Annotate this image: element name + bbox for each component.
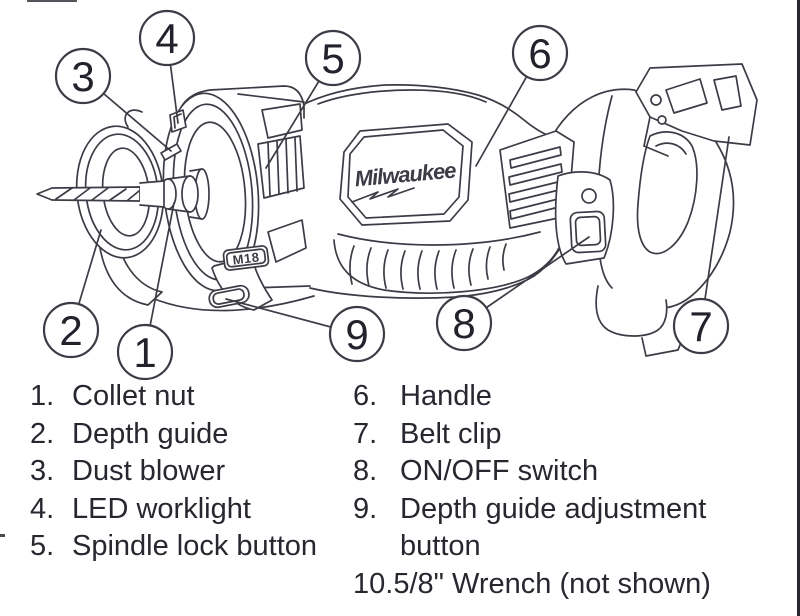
item-number: 6. <box>353 380 378 412</box>
model-badge: M18 <box>222 245 270 271</box>
callout-4: 4 <box>138 9 196 67</box>
item-number: 5. <box>30 530 55 562</box>
spindle-lock-button <box>257 135 305 199</box>
item-label: Collet nut <box>72 380 195 412</box>
on-off-switch <box>554 171 615 265</box>
callout-7-number: 7 <box>689 303 712 350</box>
item-number: 3. <box>30 455 55 487</box>
belt-clip <box>635 63 758 157</box>
callout-6-number: 6 <box>528 30 551 77</box>
item-label: 5/8" Wrench (not shown) <box>393 567 711 600</box>
callout-9: 9 <box>328 305 386 363</box>
callout-8: 8 <box>435 294 493 352</box>
rear-handle <box>551 63 758 357</box>
dust-blower-port <box>160 143 182 161</box>
model-badge-text: M18 <box>232 249 260 267</box>
brand-plate: Milwaukee <box>339 123 473 226</box>
item-number: 1. <box>30 380 55 412</box>
parts-list-right-column: 6. Handle 7. Belt clip 8. ON/OFF switch … <box>353 378 773 603</box>
depth-guide <box>75 109 165 306</box>
drill-bit <box>36 180 165 208</box>
callout-9-number: 9 <box>345 311 368 358</box>
parts-list-item-10: 10. 5/8" Wrench (not shown) <box>353 566 773 604</box>
item-label: Handle <box>400 380 492 412</box>
item-label: Spindle lock button <box>72 530 318 562</box>
item-label: Depth guide <box>72 417 229 450</box>
item-number: 4. <box>30 492 55 525</box>
callout-2: 2 <box>42 301 100 359</box>
parts-list-item-8: 8. ON/OFF switch <box>353 453 773 491</box>
callout-7: 7 <box>672 297 730 355</box>
tool-illustration: Milwaukee <box>36 9 758 380</box>
lightning-bolt-icon <box>351 187 415 203</box>
callout-5-number: 5 <box>321 35 344 82</box>
item-number: 8. <box>353 455 378 487</box>
callout-3-number: 3 <box>71 53 94 100</box>
parts-list-item-1: 1. Collet nut <box>30 378 350 416</box>
parts-list-item-5: 5. Spindle lock button <box>30 528 350 566</box>
callout-1-number: 1 <box>133 329 156 376</box>
parts-list-item-2: 2. Depth guide <box>30 416 350 454</box>
callout-6: 6 <box>511 24 569 82</box>
motor-housing: Milwaukee <box>299 83 575 299</box>
parts-list-item-6: 6. Handle <box>353 378 773 416</box>
callout-8-number: 8 <box>452 300 475 347</box>
parts-list-item-4: 4. LED worklight <box>30 491 350 529</box>
callout-5: 5 <box>304 29 362 87</box>
callout-3: 3 <box>54 47 112 105</box>
grip-ribs <box>333 231 561 294</box>
scan-artifact-left <box>0 534 5 537</box>
front-housing: M18 <box>151 85 315 312</box>
parts-list-item-7: 7. Belt clip <box>353 416 773 454</box>
item-number: 10. <box>353 567 394 600</box>
scan-artifact-top <box>27 0 77 2</box>
parts-list-left-column: 1. Collet nut 2. Depth guide 3. Dust blo… <box>30 378 350 566</box>
page-border-right <box>797 0 800 616</box>
item-number: 7. <box>353 417 378 450</box>
item-label: Depth guide adjustment button <box>400 492 707 563</box>
collet-nut <box>159 168 210 220</box>
item-number: 2. <box>30 417 55 450</box>
parts-list: 1. Collet nut 2. Depth guide 3. Dust blo… <box>0 378 800 616</box>
item-label: Belt clip <box>400 417 502 450</box>
item-label: ON/OFF switch <box>400 455 599 487</box>
callout-2-number: 2 <box>59 307 82 354</box>
parts-list-item-3: 3. Dust blower <box>30 453 350 491</box>
item-number: 9. <box>353 492 378 525</box>
callout-1: 1 <box>116 323 174 380</box>
callout-4-number: 4 <box>155 15 178 62</box>
item-label: LED worklight <box>72 492 251 525</box>
parts-list-item-9: 9. Depth guide adjustment button <box>353 491 773 566</box>
item-label: Dust blower <box>72 455 226 487</box>
